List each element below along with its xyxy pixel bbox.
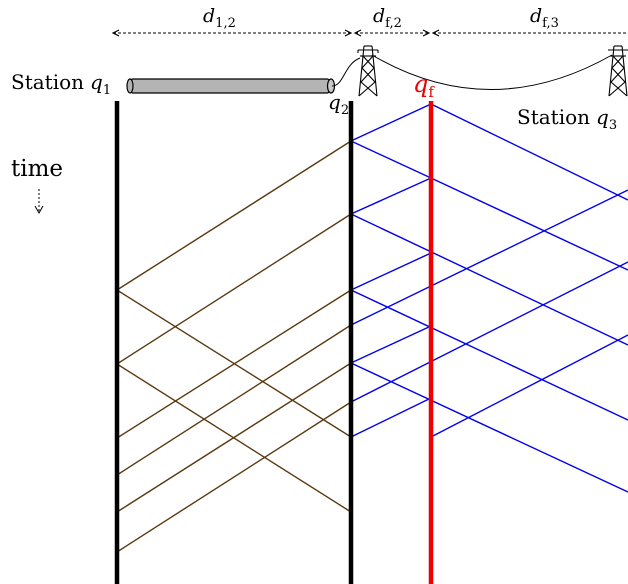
label-qf: qf <box>413 70 435 101</box>
wave-segment <box>116 363 352 513</box>
label-d12: d1,2 <box>203 5 236 31</box>
wave-segment <box>430 103 628 201</box>
wave-segment <box>350 177 432 215</box>
wave-segment <box>350 103 432 142</box>
label-df3: df,3 <box>530 5 559 31</box>
down-arrow-icon <box>34 189 44 215</box>
wave-segment <box>350 325 432 364</box>
wave-segment <box>350 261 628 403</box>
cable-to-tower-connector <box>331 57 361 87</box>
wave-segment <box>350 289 628 421</box>
label-q2: q2 <box>328 90 349 118</box>
brown-wave-lattice <box>116 140 352 553</box>
wave-segment <box>430 177 628 271</box>
overhead-line-conductor <box>371 54 613 90</box>
wave-segment <box>350 189 628 326</box>
wave-segment <box>116 289 352 438</box>
label-time: time <box>11 156 63 182</box>
label-df2: df,2 <box>373 5 402 31</box>
wave-segment <box>350 213 628 346</box>
tower-icon <box>357 45 379 97</box>
wave-segment <box>116 140 352 291</box>
wave-segment <box>116 324 352 476</box>
wave-segment <box>350 362 628 493</box>
tower-icon <box>608 45 628 97</box>
wave-segment <box>430 334 628 438</box>
blue-wave-lattice <box>350 103 628 493</box>
wave-segment <box>116 213 352 365</box>
wave-segment <box>350 397 432 438</box>
wave-segment <box>350 140 432 179</box>
wave-segment <box>350 252 432 291</box>
cable-icon <box>126 78 336 94</box>
wave-segment <box>116 401 352 553</box>
